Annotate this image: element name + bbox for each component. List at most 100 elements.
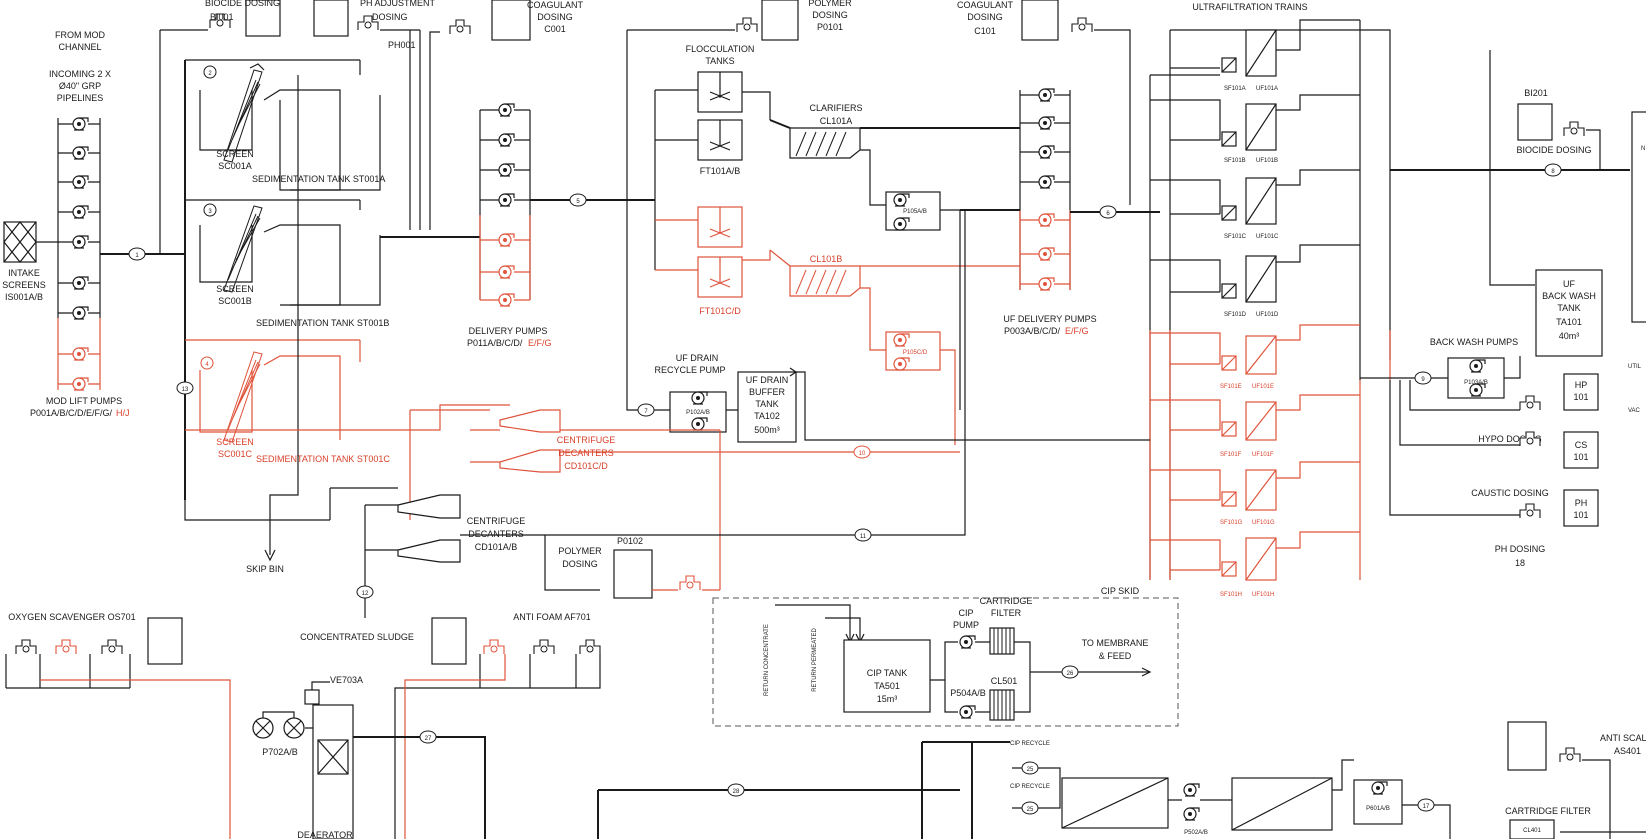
as401-label: AS401 xyxy=(1614,746,1641,756)
c101-label: C101 xyxy=(974,26,996,36)
uf-train-b xyxy=(1150,94,1360,151)
sf101e-label: SF101E xyxy=(1220,384,1242,390)
c001-label: C001 xyxy=(544,24,566,34)
p105cd-label: P105C/D xyxy=(903,350,928,356)
mod-lift-pumps-label: MOD LIFT PUMPS xyxy=(46,396,122,406)
incoming-label: INCOMING 2 X xyxy=(49,69,111,79)
to-membrane-label: TO MEMBRANE xyxy=(1082,638,1149,648)
p011-label: P011A/B/C/D/ xyxy=(467,338,523,348)
ve703a-label: VE703A xyxy=(330,675,363,685)
caustic-dosing-label: CAUSTIC DOSING xyxy=(1471,488,1549,498)
stream-tag-10: 11 xyxy=(854,528,872,542)
ta501-label: TA501 xyxy=(874,681,900,691)
hp-label: HP xyxy=(1575,380,1588,390)
decanters-label: DECANTERS xyxy=(468,529,524,539)
stream-tag-13: 13 xyxy=(176,381,194,395)
cl501-label: CL501 xyxy=(991,676,1018,686)
screen-c-label: SCREEN xyxy=(216,437,254,447)
uf-train-h xyxy=(1150,531,1360,581)
uf-train-a xyxy=(1150,19,1360,77)
uf101e-label: UF101E xyxy=(1252,384,1274,390)
bi001-label: BI001 xyxy=(210,12,234,22)
screen-sc001a: 2 xyxy=(199,63,265,163)
uf101c-label: UF101C xyxy=(1256,234,1279,240)
ta101-label: TA101 xyxy=(1556,317,1582,327)
concentrated-sludge-label: CONCENTRATED SLUDGE xyxy=(300,632,414,642)
flocculation-label: FLOCCULATION xyxy=(686,44,755,54)
recycle-pump-label: RECYCLE PUMP xyxy=(654,365,725,375)
polymer-tank-p0102 xyxy=(613,549,653,599)
polymer-p0101-label: POLYMER xyxy=(808,0,852,8)
sed-b-label: SEDIMENTATION TANK ST001B xyxy=(256,318,389,328)
p0102-label: P0102 xyxy=(617,536,643,546)
anti-scalant-label: ANTI SCALANT D xyxy=(1600,733,1646,743)
sf101b-label: SF101B xyxy=(1224,158,1246,164)
stream-tag-1: 1 xyxy=(128,247,146,261)
svg-text:25: 25 xyxy=(1027,807,1034,813)
uf-drain-buffer-tank-ta102 xyxy=(737,371,797,443)
ph-label: PH xyxy=(1575,498,1588,508)
ft101cd-label: FT101C/D xyxy=(699,306,741,316)
stream-tag-28: 28 xyxy=(727,783,745,797)
sc001a-label: SC001A xyxy=(218,161,252,171)
p702ab-label: P702A/B xyxy=(262,747,298,757)
coagulant-tank-c101 xyxy=(1021,0,1059,41)
p502ab-label: P502A/B xyxy=(1184,830,1208,836)
deaerator-column xyxy=(312,704,354,839)
svg-text:10: 10 xyxy=(859,451,866,457)
edge-n-label: N xyxy=(1641,146,1645,152)
sc001b-label: SC001B xyxy=(218,296,252,306)
svg-text:12: 12 xyxy=(362,591,369,597)
mod-lift-pump-bank xyxy=(36,117,101,391)
ta102-label: TA102 xyxy=(754,411,780,421)
screen-sc001c: 4 xyxy=(199,351,263,443)
centrifuge-cd101b xyxy=(397,539,461,563)
cartridge-filter-top xyxy=(989,627,1015,655)
pump-p102ab xyxy=(669,391,727,433)
coagulant-tank-c001 xyxy=(491,0,531,41)
cs-tank xyxy=(1563,431,1599,469)
intake-label: INTAKE xyxy=(8,268,40,278)
stream-tag-6: 6 xyxy=(1099,205,1117,219)
bi201-label: BI201 xyxy=(1524,88,1548,98)
cartridge-filter-cl501 xyxy=(989,689,1015,721)
uf101b-label: UF101B xyxy=(1256,158,1278,164)
p001-red-label: H/J xyxy=(116,408,130,418)
deaerator-label: DEAERATOR xyxy=(297,830,353,839)
decanters-red-label: DECANTERS xyxy=(558,448,614,458)
svg-text:28: 28 xyxy=(733,789,740,795)
screen-sc001b: 3 xyxy=(199,203,263,293)
sf101f-label: SF101F xyxy=(1220,452,1242,458)
pump-p601ab xyxy=(1353,779,1403,825)
anti-foam-tank xyxy=(431,617,467,665)
stream-tag-27: 27 xyxy=(419,730,437,744)
floc-tank-ft101b xyxy=(697,119,743,161)
cartridge-filter-cl401 xyxy=(1509,819,1555,839)
oxygen-scavenger-tank xyxy=(147,617,183,665)
svg-text:2: 2 xyxy=(208,71,212,77)
coagulant-c001-label: COAGULANT xyxy=(527,0,584,10)
ph-dosing-label: DOSING xyxy=(372,12,408,22)
stream-tag-9: 9 xyxy=(1414,371,1432,385)
svg-text:9: 9 xyxy=(1421,377,1425,383)
anti-scalant-tank xyxy=(1507,721,1547,771)
back-wash-pumps-label: BACK WASH PUMPS xyxy=(1430,337,1518,347)
polymer-p0102-dosing: DOSING xyxy=(562,559,598,569)
biocide-tank-bi001 xyxy=(245,0,281,37)
pump-p105ab xyxy=(885,191,941,231)
hp-101-label: 101 xyxy=(1573,392,1588,402)
svg-text:17: 17 xyxy=(1423,804,1430,810)
tanks-label: TANKS xyxy=(705,56,734,66)
ph-tank-101 xyxy=(1563,489,1599,527)
biocide-dosing-top-label: BIOCIDE DOSING xyxy=(205,0,280,8)
stream-tag-8: 8 xyxy=(1544,163,1562,177)
cd101cd-label: CD101C/D xyxy=(564,461,608,471)
cl101b-label: CL101B xyxy=(810,254,843,264)
centrifuge-cd101c xyxy=(499,409,561,433)
ph001-label: PH001 xyxy=(388,40,416,50)
coagulant-c101-dosing: DOSING xyxy=(967,12,1003,22)
uf-train-d xyxy=(1150,244,1360,303)
screen-a-label: SCREEN xyxy=(216,149,254,159)
stream-tag-5: 5 xyxy=(569,193,587,207)
uf-train-g xyxy=(1150,461,1360,511)
